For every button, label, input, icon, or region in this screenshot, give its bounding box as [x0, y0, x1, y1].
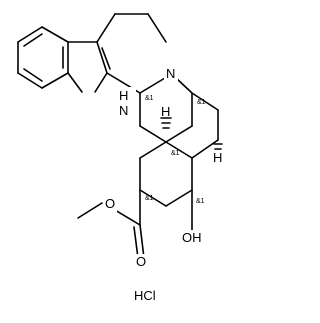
salt-label: HCl [134, 288, 156, 303]
h-c15-label: H [161, 104, 170, 119]
ester-o-double-label: O [136, 254, 146, 269]
stereo-label-c3: &1 [145, 95, 154, 102]
stereo-label-c17: &1 [196, 198, 205, 205]
h-c20-label: H [213, 150, 222, 165]
e-ring [139, 92, 219, 207]
d-ring [139, 77, 193, 143]
stereo-hash-c20 [213, 143, 223, 150]
ester-group [77, 189, 145, 259]
benzene-ring [17, 26, 69, 89]
hydroxyl-label: OH [182, 230, 202, 245]
indole-nh-h-label: H [119, 88, 128, 103]
stereo-label-c20: &1 [171, 150, 180, 157]
pyrrole-ring [67, 41, 111, 93]
amine-n-label: N [166, 66, 175, 81]
stereo-label-c15: &1 [197, 99, 206, 106]
ester-o-single-label: O [105, 196, 115, 211]
indole-nh-n-label: N [119, 103, 128, 118]
stereo-hash-c15 [160, 117, 172, 129]
stereo-label-c16: &1 [145, 195, 154, 202]
c-ring [96, 13, 167, 94]
